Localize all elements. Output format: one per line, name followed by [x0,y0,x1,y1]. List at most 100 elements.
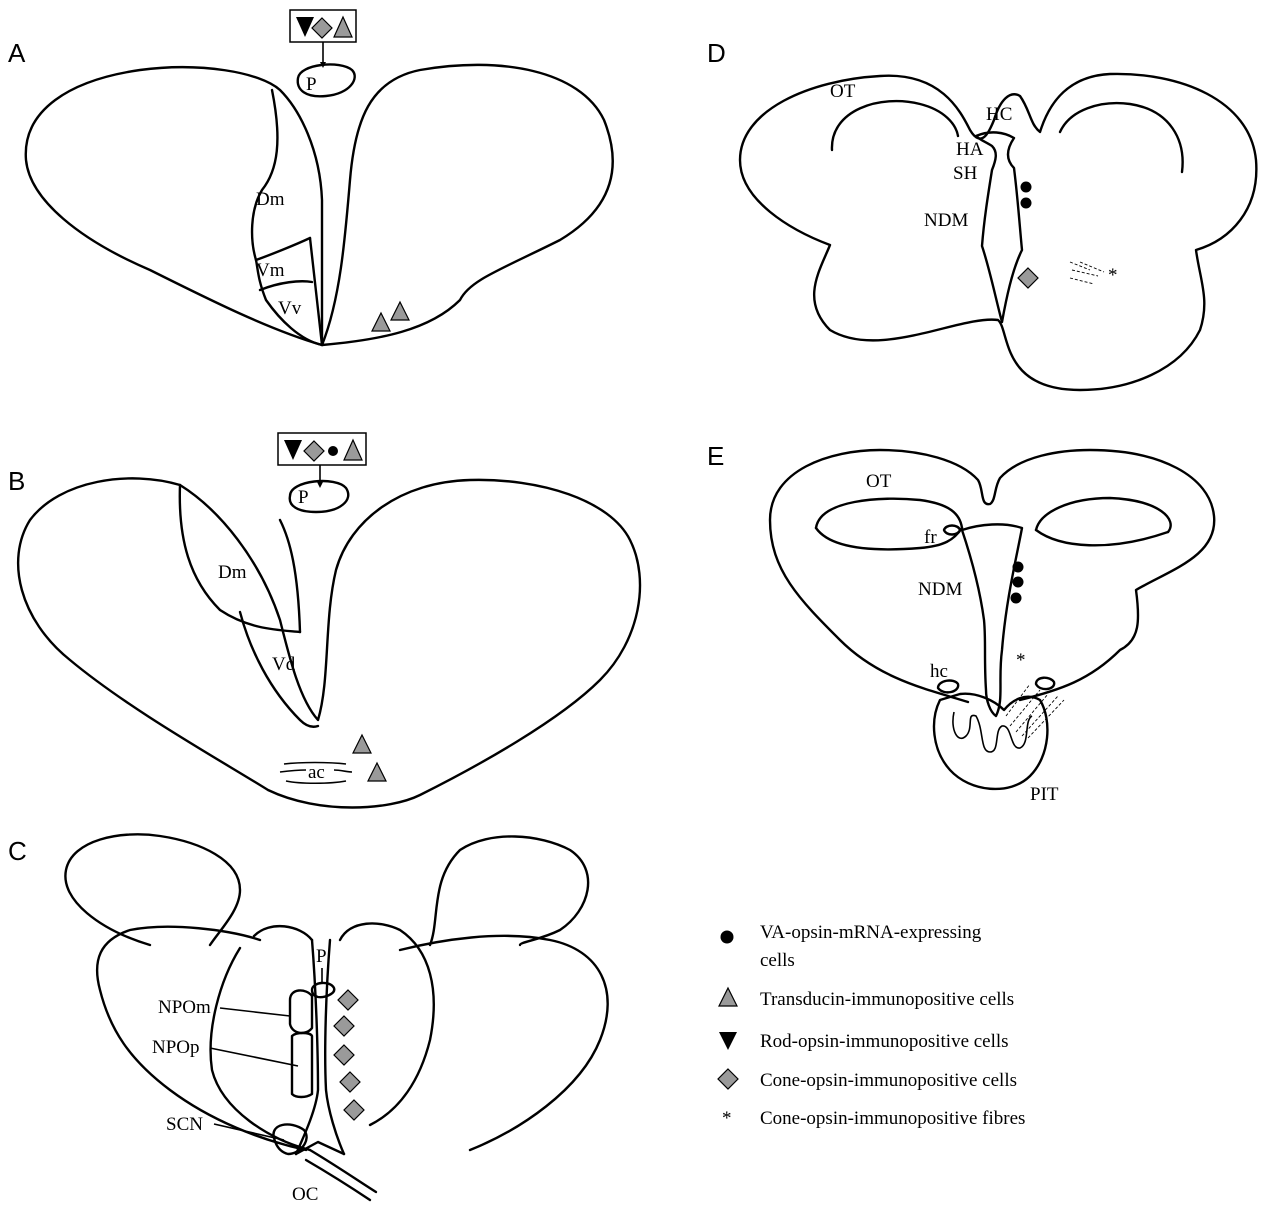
npom-nucleus [290,990,312,1033]
panel-d: D OT HC HA SH NDM * [707,38,1256,390]
hc-label: HC [986,104,1012,125]
panel-c-letter: C [8,836,27,866]
pituitary-folds [953,712,1032,752]
brain-outline [770,450,1214,702]
transducin-legend-symbol [719,988,737,1006]
vm-label: Vm [256,260,285,281]
left-tectum-arc [832,101,958,150]
left-tectum-inner [816,528,962,549]
third-ventricle [976,132,1022,322]
pineal-label: P [298,487,309,508]
telencephalon-outline [18,478,640,807]
panel-a: A P Dm Vm Vv [8,10,613,345]
hc-label: hc [930,661,948,682]
dm-label: Dm [218,562,247,583]
ha-label: HA [956,139,984,160]
va-opsin-marker [1021,182,1032,193]
va-opsin-marker [1013,577,1024,588]
scn-label: SCN [166,1114,203,1135]
dm-ventricle-border [280,520,300,632]
legend-va-opsin-line2: cells [760,950,795,971]
cone-opsin-marker [1018,268,1038,288]
dm-label: Dm [256,189,285,210]
pineal-label: P [306,74,317,95]
midline [310,238,322,345]
ot-label: OT [866,471,892,492]
panel-b: B P Dm Vd ac [8,433,640,808]
panel-a-letter: A [8,38,26,68]
hc-tract [938,681,958,693]
cone-opsin-fibres [1006,684,1064,738]
legend-cone-opsin-cells: Cone-opsin-immunopositive cells [760,1070,1017,1091]
panel-c: C P NPOm NPOp SCN OC [8,834,608,1205]
panel-d-letter: D [707,38,726,68]
right-tectum-inner [1036,530,1168,545]
right-upper-lobe [430,836,588,945]
vv-label: Vv [278,298,302,319]
rod-opsin-legend-symbol [719,1032,737,1050]
panel-e-letter: E [707,441,724,471]
transducin-marker [372,313,390,331]
ac-label: ac [308,762,325,783]
npom-leader-line [220,1008,290,1016]
legend-cone-opsin-fibres: Cone-opsin-immunopositive fibres [760,1108,1025,1129]
optic-chiasm-line [310,1150,376,1192]
transducin-marker [391,302,409,320]
dm-border [180,485,300,632]
left-inner-outline [211,948,310,1150]
fr-label: fr [924,527,937,548]
left-ventricle-wall [296,940,318,1154]
transducin-marker [353,735,371,753]
ac-line [280,770,306,772]
vd-label: Vd [272,654,296,675]
va-opsin-marker [1011,593,1022,604]
pineal-label: P [316,946,327,967]
va-opsin-legend-symbol [721,931,734,944]
arrow-head [317,482,323,488]
legend-transducin: Transducin-immunopositive cells [760,989,1014,1010]
cone-opsin-marker [334,1045,354,1065]
dm-border [252,90,310,260]
sh-label: SH [953,163,978,184]
asterisk-legend-symbol: * [722,1108,732,1129]
ndm-label: NDM [918,579,962,600]
left-upper-lobe [65,834,240,945]
legend-rod-opsin: Rod-opsin-immunopositive cells [760,1031,1009,1052]
right-inner-outline [340,923,434,1125]
fr-tract [944,526,960,535]
transducin-marker [368,763,386,781]
cone-opsin-marker [340,1072,360,1092]
ac-line [334,770,352,772]
va-opsin-marker [328,446,338,456]
right-commissure-tract [1036,678,1054,689]
npop-leader-line [210,1048,298,1066]
third-ventricle [962,524,1022,716]
left-inner-top [254,926,312,940]
cone-opsin-fibres [1070,262,1104,284]
cone-opsin-marker [334,1016,354,1036]
fibre-asterisk: * [1108,265,1118,286]
va-opsin-marker [1021,198,1032,209]
cone-opsin-marker [344,1100,364,1120]
cone-opsin-marker [338,990,358,1010]
pit-label: PIT [1030,784,1059,805]
legend-va-opsin-line1: VA-opsin-mRNA-expressing [760,922,982,943]
right-tectum-arc [1060,103,1183,172]
cone-opsin-legend-symbol [718,1069,738,1089]
left-tectum-arc [816,499,962,528]
va-opsin-marker [1013,562,1024,573]
npom-label: NPOm [158,997,211,1018]
ndm-label: NDM [924,210,968,231]
ot-label: OT [830,81,856,102]
legend: VA-opsin-mRNA-expressing cells Transduci… [718,922,1025,1129]
fibre-asterisk: * [1016,650,1026,671]
panel-b-letter: B [8,466,25,496]
vm-vv-border [260,281,312,290]
right-outer-outline [400,936,608,1150]
oc-label: OC [292,1184,318,1205]
right-tectum-arc [1036,498,1171,532]
right-telencephalon [322,65,613,345]
panel-e: E OT fr NDM hc PIT * [707,441,1214,805]
npop-label: NPOp [152,1037,200,1058]
